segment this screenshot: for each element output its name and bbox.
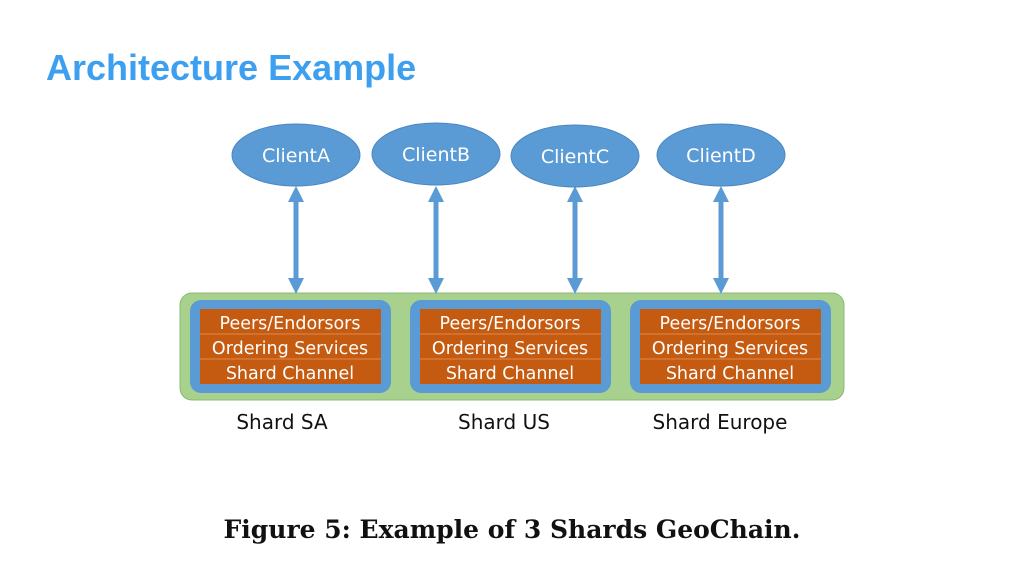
client-label: ClientA — [262, 145, 330, 167]
figure-caption: Figure 5: Example of 3 Shards GeoChain. — [223, 515, 801, 544]
shard-name-europe: Shard Europe — [653, 410, 788, 434]
client-node-c: ClientC — [510, 124, 640, 188]
slide-title: Architecture Example — [46, 47, 417, 88]
shard-layers — [640, 309, 821, 384]
client-node-b: ClientB — [371, 122, 501, 186]
layer-label: Peers/Endorsors — [440, 314, 581, 334]
shard-sa: Peers/Endorsors Ordering Services Shard … — [190, 300, 391, 393]
layer-label: Shard Channel — [226, 364, 354, 384]
client-node-d: ClientD — [656, 123, 786, 187]
layer-label: Ordering Services — [432, 339, 588, 359]
layer-label: Ordering Services — [212, 339, 368, 359]
client-node-a: ClientA — [231, 123, 361, 187]
client-label: ClientB — [402, 144, 470, 166]
shard-europe: Peers/Endorsors Ordering Services Shard … — [630, 300, 831, 393]
layer-label: Peers/Endorsors — [220, 314, 361, 334]
shard-us: Peers/Endorsors Ordering Services Shard … — [410, 300, 611, 393]
layer-label: Ordering Services — [652, 339, 808, 359]
layer-label: Shard Channel — [446, 364, 574, 384]
shard-layers — [200, 309, 381, 384]
layer-label: Shard Channel — [666, 364, 794, 384]
shard-layers — [420, 309, 601, 384]
client-label: ClientD — [686, 145, 756, 167]
shard-name-sa: Shard SA — [236, 410, 328, 434]
layer-label: Peers/Endorsors — [660, 314, 801, 334]
shard-name-us: Shard US — [458, 410, 550, 434]
client-label: ClientC — [541, 146, 609, 168]
